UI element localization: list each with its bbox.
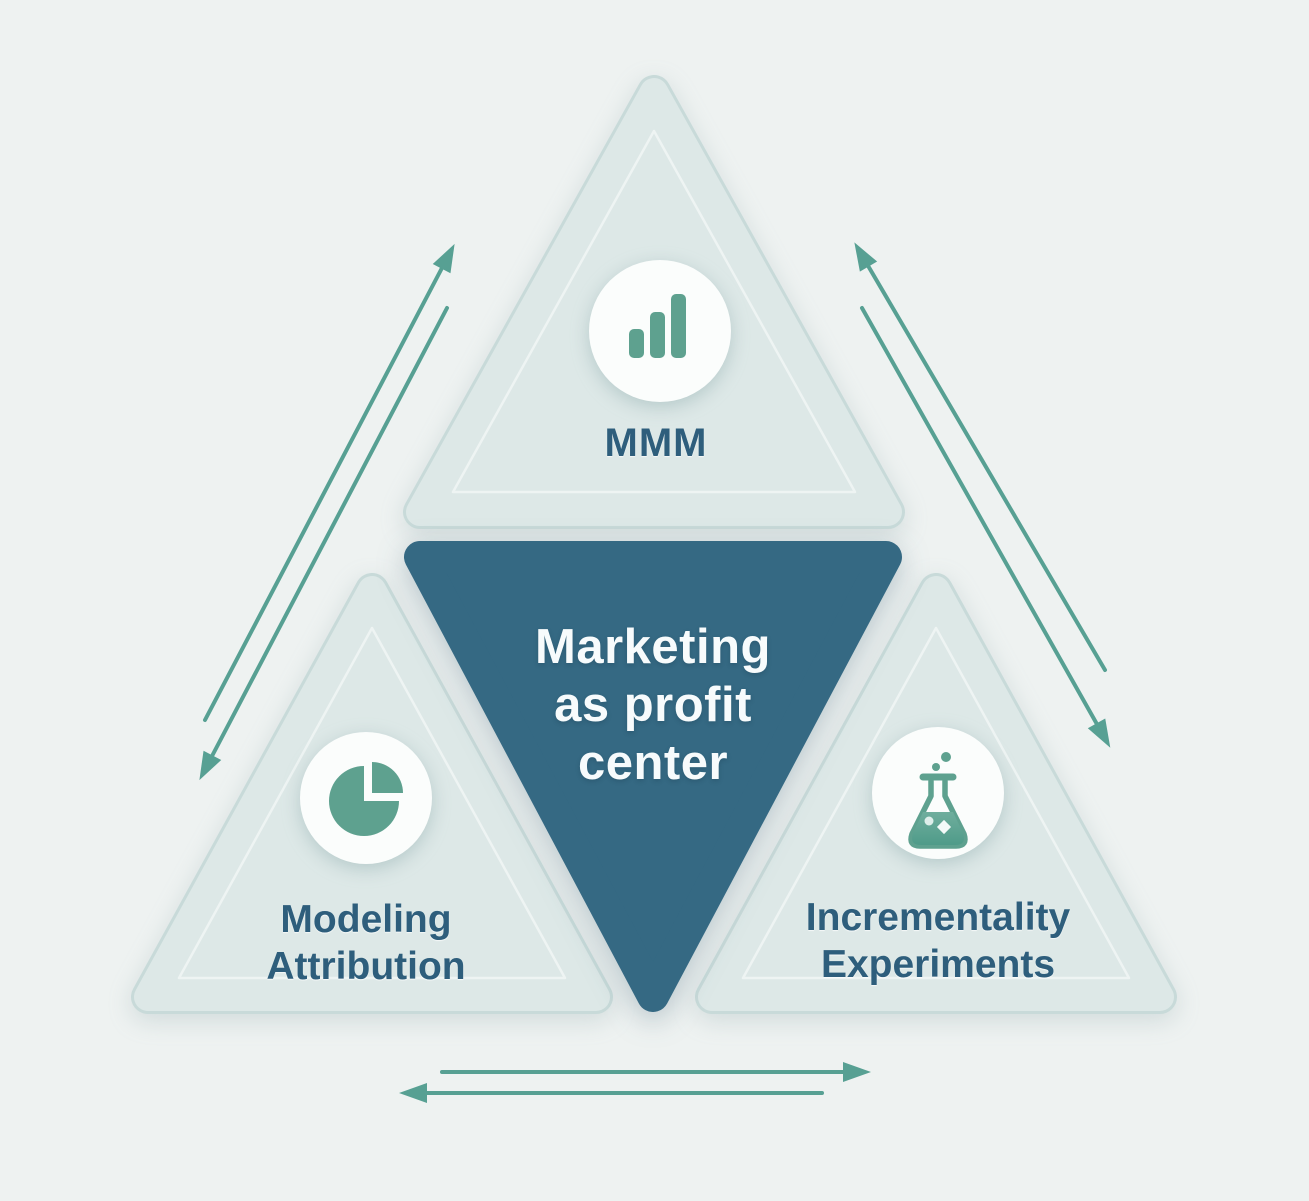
arrow-up-right-side: [854, 242, 1107, 672]
right-bidirectional-arrows: [854, 242, 1111, 748]
pie-chart-slice: [372, 762, 403, 793]
modeling-label-line-1: Modeling: [280, 898, 452, 941]
node-label-mmm: MMM: [605, 419, 708, 467]
arrow-down-left-side: [199, 306, 449, 781]
bottom-bidirectional-arrows: [399, 1062, 871, 1103]
bar-chart-icon: [589, 260, 731, 402]
node-label-incrementality-experiments: Incrementality Experiments: [806, 894, 1070, 988]
flask-icon-circle: [872, 727, 1004, 859]
center-label-marketing-profit: Marketing as profit center: [535, 618, 771, 792]
incrementality-label-line-1: Incrementality: [805, 896, 1071, 939]
flask-bubble-small: [932, 763, 940, 771]
left-bidirectional-arrows: [199, 243, 455, 781]
bar-chart-bar-small: [629, 329, 644, 358]
arrow-up-left-side: [203, 243, 455, 722]
flask-icon: [872, 727, 1004, 859]
arrow-down-right-side: [860, 306, 1111, 748]
center-label-line-1: Marketing: [535, 620, 771, 674]
node-triangle-incrementality-highlight: [741, 626, 1131, 980]
bar-chart-bar-medium: [650, 312, 665, 358]
incrementality-label-line-2: Experiments: [820, 943, 1056, 986]
node-triangle-modeling-highlight: [177, 626, 567, 980]
node-label-modeling-attribution: Modeling Attribution: [266, 896, 465, 990]
flask-bubble-large: [941, 752, 951, 762]
pie-chart-body: [329, 766, 399, 836]
center-label-line-2: as profit: [554, 678, 752, 732]
node-triangle-mmm-highlight: [451, 129, 857, 494]
center-label-line-3: center: [577, 736, 729, 790]
flask-liquid-dot: [924, 816, 934, 826]
flask-outline: [908, 778, 968, 849]
modeling-label-line-2: Attribution: [266, 945, 466, 988]
pie-chart-icon: [300, 732, 432, 864]
pie-chart-icon-circle: [300, 732, 432, 864]
flask-liquid-diamond: [936, 819, 952, 835]
bar-chart-bar-large: [671, 294, 686, 358]
node-label-mmm-text: MMM: [604, 421, 708, 465]
center-triangle-marketing-profit: [404, 541, 902, 1012]
